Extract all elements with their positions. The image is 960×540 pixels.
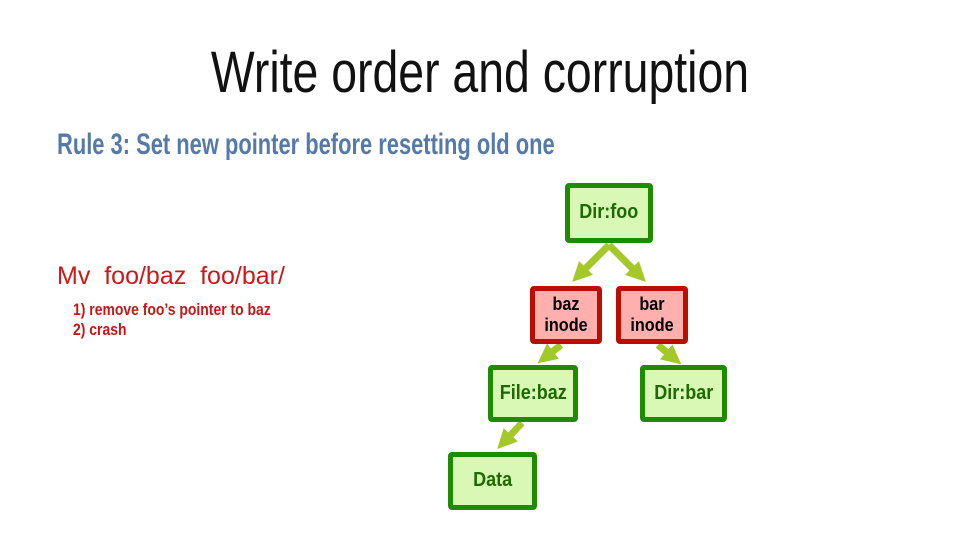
node-dir-foo-label: Dir:foo <box>579 201 639 224</box>
crash-step-1: 1) remove foo’s pointer to baz <box>73 300 271 319</box>
arrow-dirfoo-to-barinode <box>606 242 646 282</box>
mv-command-text: Mv foo/baz foo/bar/ <box>57 262 285 290</box>
node-file-baz-label: File:baz <box>499 381 567 404</box>
node-file-baz: File:baz <box>488 365 578 422</box>
node-dir-bar-label: Dir:bar <box>653 381 714 404</box>
node-baz-inode: baz inode <box>530 286 602 344</box>
arrow-dirfoo-to-bazinode <box>572 242 612 282</box>
arrow-bazinode-to-filebaz <box>537 342 564 364</box>
arrow-filebaz-to-data <box>497 420 525 449</box>
node-data-label: Data <box>472 469 513 492</box>
node-data: Data <box>448 452 537 510</box>
node-dir-bar: Dir:bar <box>640 365 727 422</box>
crash-steps: 1) remove foo’s pointer to baz 2) crash <box>73 300 271 340</box>
slide-title: Write order and corruption <box>210 40 750 105</box>
arrow-barinode-to-dirbar <box>655 342 682 365</box>
rule-heading: Rule 3: Set new pointer before resetting… <box>57 128 555 161</box>
node-bar-inode: bar inode <box>616 286 688 344</box>
node-bar-inode-label: bar inode <box>630 293 674 335</box>
crash-step-2: 2) crash <box>73 320 127 339</box>
node-baz-inode-label: baz inode <box>544 293 588 335</box>
node-dir-foo: Dir:foo <box>565 183 653 243</box>
